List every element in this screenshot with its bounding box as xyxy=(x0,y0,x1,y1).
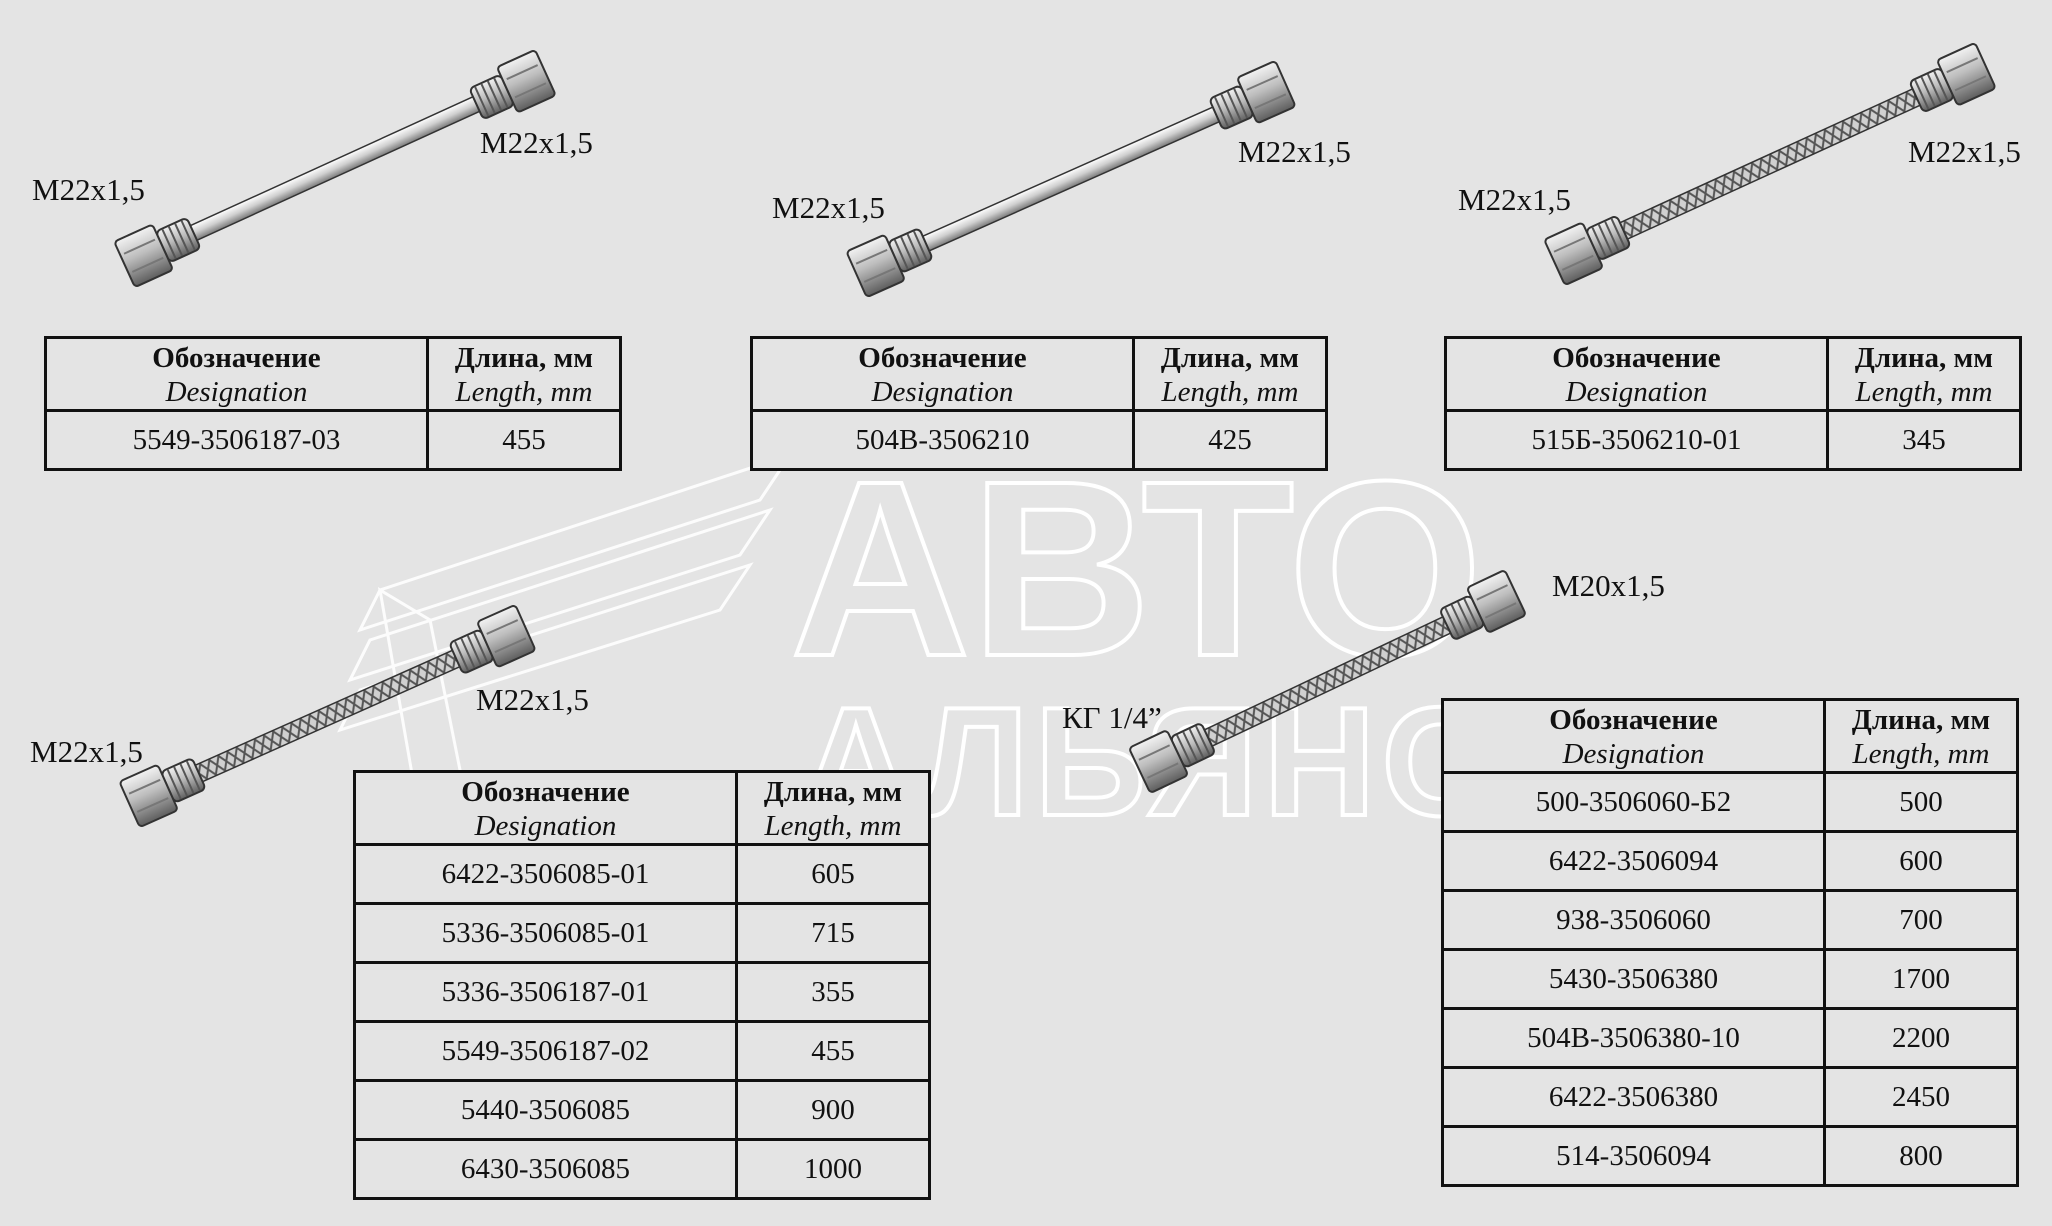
designation-cell: 6422-3506094 xyxy=(1441,830,1826,892)
designation-cell: 515Б-3506210-01 xyxy=(1444,409,1829,471)
length-cell: 715 xyxy=(734,902,932,964)
length-cell: 1000 xyxy=(734,1138,932,1200)
hose1-right-thread-label: M22x1,5 xyxy=(480,125,593,160)
length-cell: 900 xyxy=(734,1079,932,1141)
hose2-drawing xyxy=(846,61,1296,297)
designation-cell: 514-3506094 xyxy=(1441,1125,1826,1187)
length-cell: 2450 xyxy=(1823,1066,2019,1128)
hose1-drawing xyxy=(114,50,556,287)
designation-cell: 6422-3506380 xyxy=(1441,1066,1826,1128)
designation-cell: 504В-3506380-10 xyxy=(1441,1007,1826,1069)
length-cell: 2200 xyxy=(1823,1007,2019,1069)
hose2-right-thread-label: M22x1,5 xyxy=(1238,134,1351,169)
hose5-left-thread-label: КГ 1/4” xyxy=(1062,700,1162,735)
length-cell: 355 xyxy=(734,961,932,1023)
hose4-left-thread-label: M22x1,5 xyxy=(30,734,143,769)
length-cell: 600 xyxy=(1823,830,2019,892)
designation-cell: 6422-3506085-01 xyxy=(353,843,738,905)
length-cell: 1700 xyxy=(1823,948,2019,1010)
designation-cell: 6430-3506085 xyxy=(353,1138,738,1200)
length-cell: 500 xyxy=(1823,771,2019,833)
hose1-left-thread-label: M22x1,5 xyxy=(32,172,145,207)
designation-cell: 5440-3506085 xyxy=(353,1079,738,1141)
hose5-drawing xyxy=(1129,570,1526,793)
length-cell: 455 xyxy=(425,409,623,471)
hose4-drawing xyxy=(119,605,536,827)
hose2-left-thread-label: M22x1,5 xyxy=(772,190,885,225)
length-cell: 800 xyxy=(1823,1125,2019,1187)
designation-cell: 500-3506060-Б2 xyxy=(1441,771,1826,833)
designation-cell: 5549-3506187-03 xyxy=(44,409,429,471)
designation-cell: 5336-3506085-01 xyxy=(353,902,738,964)
length-cell: 700 xyxy=(1823,889,2019,951)
hose5-right-thread-label: M20x1,5 xyxy=(1552,568,1665,603)
hose3-drawing xyxy=(1544,43,1996,285)
length-cell: 345 xyxy=(1825,409,2023,471)
hose4-right-thread-label: M22x1,5 xyxy=(476,682,589,717)
hose3-left-thread-label: M22x1,5 xyxy=(1458,182,1571,217)
designation-cell: 504В-3506210 xyxy=(750,409,1135,471)
length-cell: 605 xyxy=(734,843,932,905)
designation-cell: 5336-3506187-01 xyxy=(353,961,738,1023)
length-cell: 425 xyxy=(1131,409,1329,471)
designation-cell: 938-3506060 xyxy=(1441,889,1826,951)
designation-cell: 5549-3506187-02 xyxy=(353,1020,738,1082)
designation-cell: 5430-3506380 xyxy=(1441,948,1826,1010)
length-cell: 455 xyxy=(734,1020,932,1082)
hose3-right-thread-label: M22x1,5 xyxy=(1908,134,2021,169)
